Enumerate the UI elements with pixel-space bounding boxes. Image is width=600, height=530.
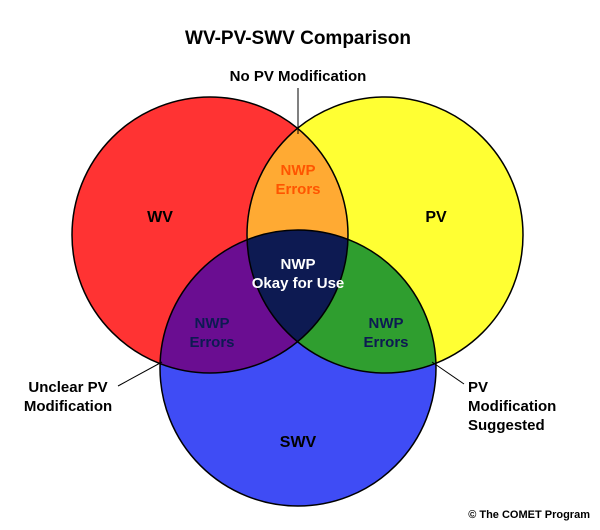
- callout-right-label-line1: PV: [468, 379, 488, 396]
- wv-swv-region-label-line2: Errors: [189, 334, 234, 351]
- copyright-text: © The COMET Program: [468, 509, 590, 521]
- callout-left-line: [117, 361, 163, 387]
- callout-right-label-line3: Suggested: [468, 417, 545, 434]
- wv-pv-region-label-line1: NWP: [281, 162, 316, 179]
- wv-pv-region-label-line2: Errors: [275, 181, 320, 198]
- callout-left-label-line2: Modification: [24, 398, 112, 415]
- pv-swv-region-label-line2: Errors: [363, 334, 408, 351]
- circle-outlines: [71, 96, 524, 507]
- wv-swv-region-label-line1: NWP: [195, 315, 230, 332]
- wv-label: WV: [147, 209, 173, 226]
- pv-swv-region-label-line1: NWP: [369, 315, 404, 332]
- callout-left-label-line1: Unclear PV: [28, 379, 107, 396]
- diagram-title: WV-PV-SWV Comparison: [185, 28, 411, 49]
- callout-right-label-line2: Modification: [468, 398, 556, 415]
- callout-top-label: No PV Modification: [230, 68, 367, 85]
- center-region-label-line2: Okay for Use: [252, 275, 345, 292]
- pv-label: PV: [425, 209, 447, 226]
- callout-right-line: [431, 361, 465, 385]
- swv-label: SWV: [280, 434, 317, 451]
- center-region-label-line1: NWP: [281, 256, 316, 273]
